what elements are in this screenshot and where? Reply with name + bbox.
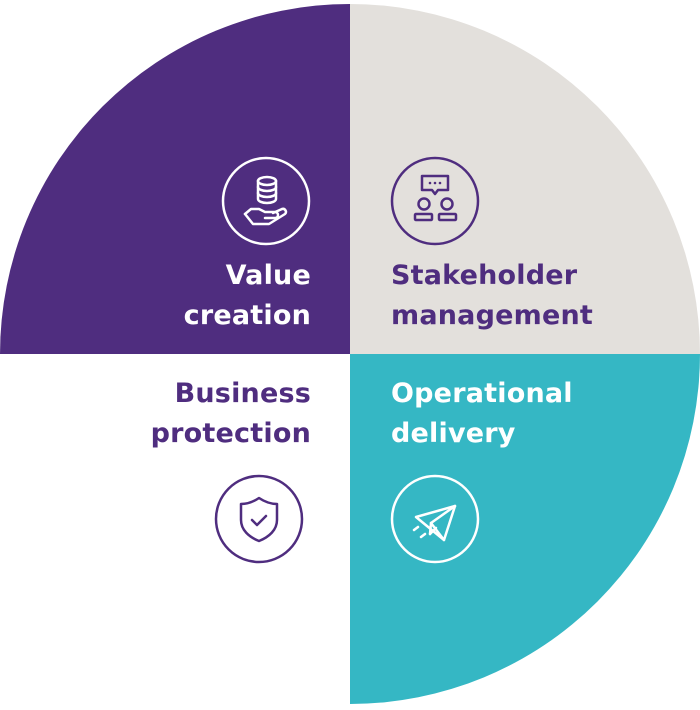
label-line-2: delivery [391,418,516,449]
quadrant-value-creation [0,4,350,354]
label-business-protection: Business protection [151,374,311,454]
label-line-2: protection [150,418,311,449]
label-line-2: creation [183,300,311,331]
label-line-1: Business [174,378,311,409]
quadrant-stakeholder-management [350,4,700,354]
label-stakeholder-management: Stakeholder management [391,256,593,336]
people-chat-icon [390,156,480,246]
quadrant-operational-delivery [350,354,700,704]
label-line-1: Stakeholder [391,260,578,291]
shield-check-icon [214,474,304,564]
label-operational-delivery: Operational delivery [391,374,573,454]
label-line-2: management [391,300,594,331]
quadrant-business-protection [0,354,350,704]
label-line-1: Operational [391,378,573,409]
label-line-1: Value [225,260,311,291]
label-value-creation: Value creation [184,256,311,336]
coins-in-hand-icon [221,156,311,246]
paper-plane-icon [390,474,480,564]
